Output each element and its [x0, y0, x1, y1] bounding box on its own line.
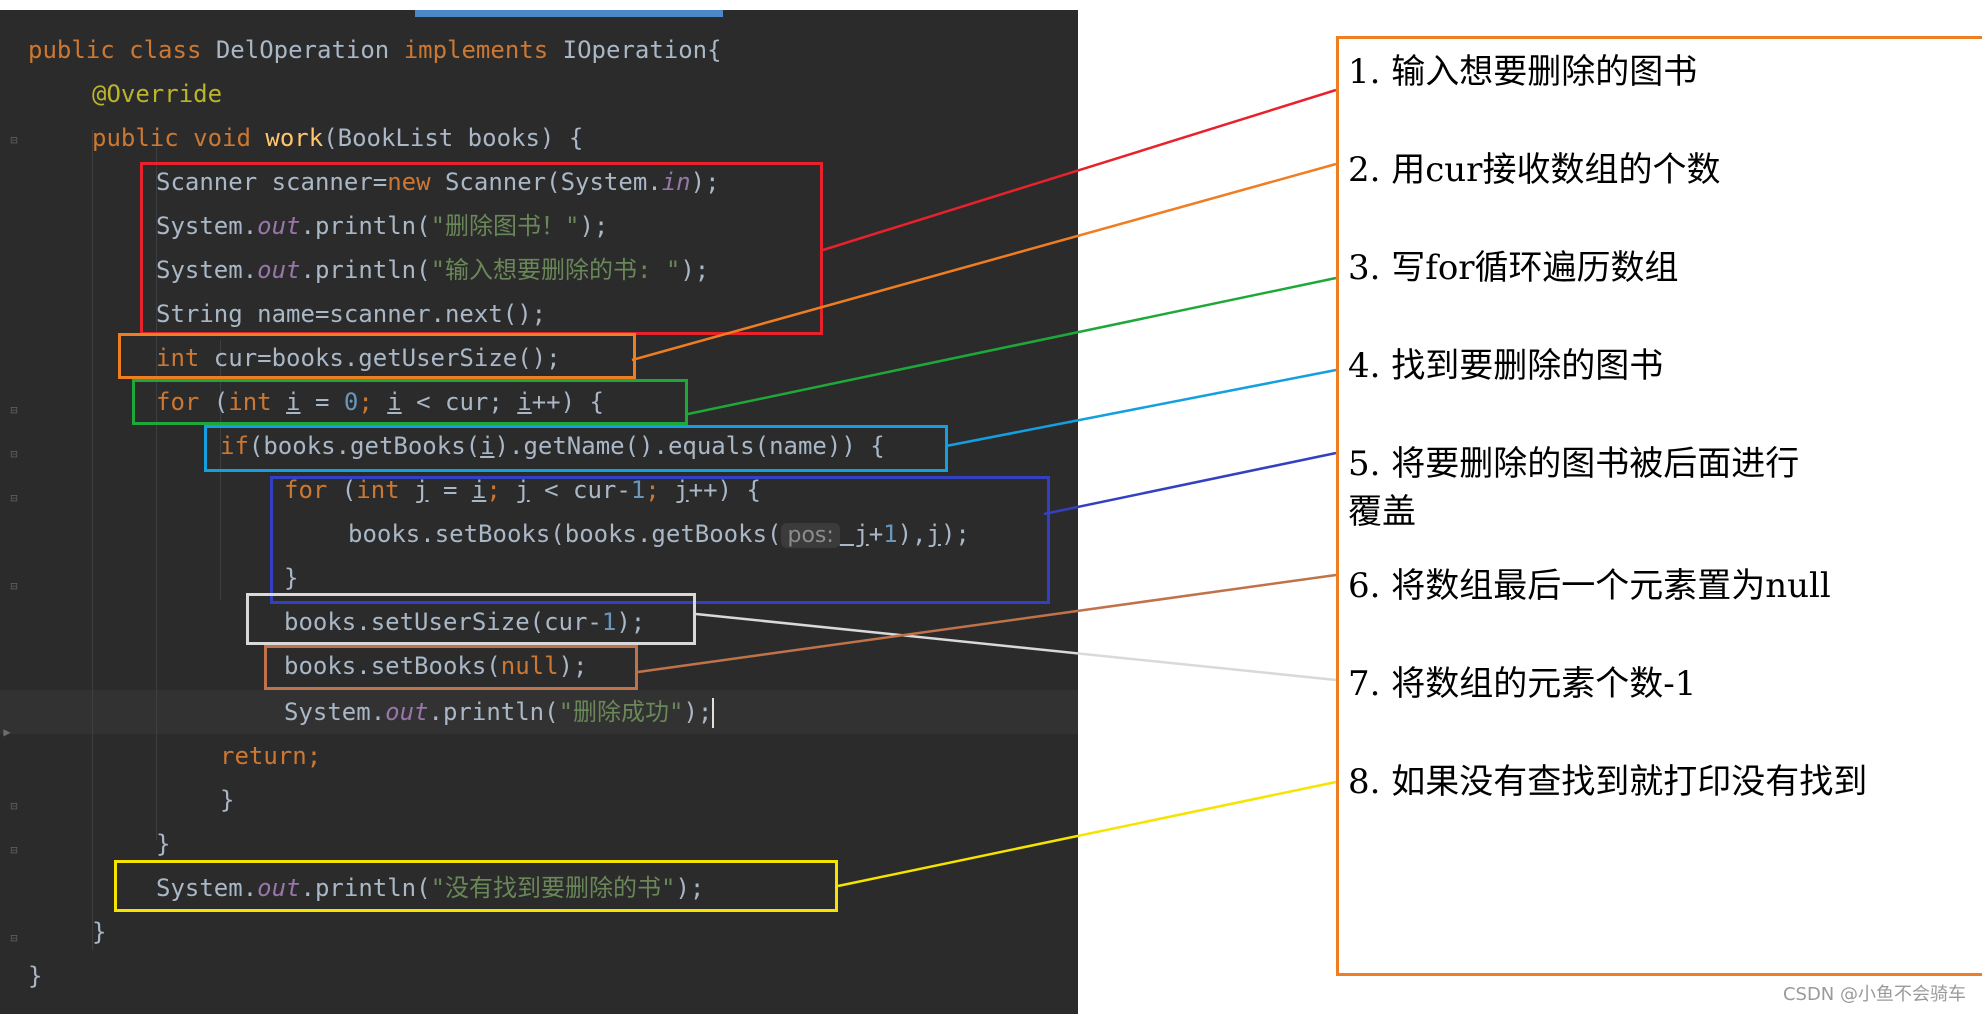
code-line-2[interactable]: @Override	[92, 80, 223, 108]
code-line-16[interactable]: System.out.println("删除成功");	[284, 698, 715, 728]
code-line-21[interactable]: }	[92, 918, 107, 946]
code-line-14[interactable]: books.setUserSize(cur-1);	[284, 608, 646, 636]
parameter-hint: pos:	[781, 523, 840, 548]
horizontal-scroll-thumb[interactable]	[415, 10, 723, 17]
indent-guide	[156, 130, 157, 840]
code-line-18[interactable]: }	[220, 786, 235, 814]
code-line-20[interactable]: System.out.println("没有找到要删除的书");	[156, 874, 705, 902]
code-line-17[interactable]: return;	[220, 742, 322, 770]
code-line-3[interactable]: public void work(BookList books) {	[92, 124, 584, 152]
step-1-text: 1. 输入想要删除的图书	[1348, 52, 1698, 92]
step-6-text: 6. 将数组最后一个元素置为null	[1348, 566, 1831, 606]
code-line-5[interactable]: System.out.println("删除图书！");	[156, 212, 609, 240]
highlight-box-step-8	[114, 860, 838, 912]
highlight-box-step-6	[246, 593, 696, 645]
step-3-text: 3. 写for循环遍历数组	[1348, 248, 1679, 288]
fold-icon[interactable]: ⊟	[10, 133, 18, 147]
fold-icon[interactable]: ⊟	[10, 403, 18, 417]
code-line-19[interactable]: }	[156, 830, 171, 858]
connector-line-5	[1043, 451, 1337, 516]
highlight-box-step-5	[270, 476, 1050, 604]
code-line-22[interactable]: }	[28, 962, 43, 990]
fold-icon[interactable]: ⊟	[10, 843, 18, 857]
fold-icon[interactable]: ⊟	[10, 579, 18, 593]
code-line-7[interactable]: String name=scanner.next();	[156, 300, 547, 328]
highlight-box-step-2	[118, 333, 636, 379]
fold-icon[interactable]: ⊟	[10, 447, 18, 461]
highlight-box-step-7	[264, 645, 638, 690]
execution-pointer-icon: ▶	[3, 725, 11, 739]
code-line-8[interactable]: int cur=books.getUserSize();	[156, 344, 561, 372]
fold-icon[interactable]: ⊟	[10, 491, 18, 505]
code-line-15[interactable]: books.setBooks(null);	[284, 652, 588, 680]
highlight-box-step-3	[132, 379, 688, 425]
code-line-9[interactable]: for (int i = 0; i < cur; i++) {	[156, 388, 604, 416]
step-5-text: 5. 将要删除的图书被后面进行 覆盖	[1348, 444, 1800, 532]
step-4-text: 4. 找到要删除的图书	[1348, 346, 1664, 386]
code-line-11[interactable]: for (int j = i; j < cur-1; j++) {	[284, 476, 761, 504]
step-2-text: 2. 用cur接收数组的个数	[1348, 150, 1721, 190]
highlight-box-step-4	[204, 425, 948, 472]
code-line-1[interactable]: public class DelOperation implements IOp…	[28, 36, 722, 64]
watermark: CSDN @小鱼不会骑车	[1782, 984, 1966, 1005]
fold-icon[interactable]: ⊟	[10, 931, 18, 945]
code-line-12[interactable]: books.setBooks(books.getBooks(pos: j+1),…	[348, 520, 970, 548]
step-8-text: 8. 如果没有查找到就打印没有找到	[1348, 762, 1868, 802]
highlight-box-step-1	[140, 162, 823, 335]
steps-panel	[1336, 36, 1982, 976]
current-line-highlight	[0, 690, 1078, 734]
code-line-13[interactable]: }	[284, 564, 299, 592]
step-7-text: 7. 将数组的元素个数-1	[1348, 664, 1697, 704]
fold-icon[interactable]: ⊟	[10, 799, 18, 813]
indent-guide	[92, 130, 93, 950]
code-line-10[interactable]: if(books.getBooks(i).getName().equals(na…	[220, 432, 885, 460]
text-caret	[712, 698, 715, 728]
